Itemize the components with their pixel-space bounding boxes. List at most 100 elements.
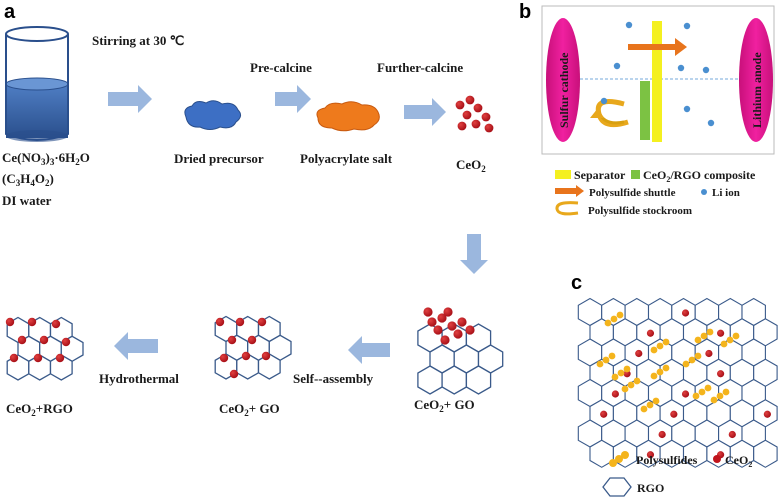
polysulfide-bead bbox=[656, 342, 664, 350]
polysulfide-bead bbox=[656, 368, 664, 376]
hexagon-cell bbox=[417, 365, 443, 395]
legend-shuttle-label: Polysulfide shuttle bbox=[589, 187, 676, 199]
polysulfide-bead bbox=[652, 397, 660, 405]
ceo2-dot bbox=[681, 309, 690, 317]
ceo2-go-label-middle: CeO2+ GO bbox=[219, 401, 280, 418]
ceo2-dot bbox=[484, 123, 494, 133]
ceo2-dot bbox=[763, 410, 771, 418]
arrow-left-icon bbox=[114, 332, 158, 360]
arrow-right-icon bbox=[404, 98, 446, 126]
ceo2-dot bbox=[670, 410, 678, 418]
arrow-right-icon bbox=[275, 85, 311, 113]
ceo2-dot bbox=[681, 390, 690, 398]
legend-separator-swatch bbox=[555, 170, 571, 179]
polysulfide-bead bbox=[706, 328, 714, 336]
legend-polysulfide-icon bbox=[609, 451, 629, 467]
ceo2-dot bbox=[443, 307, 453, 317]
legend-rgo-hexagon-icon bbox=[602, 477, 632, 497]
ceo2-dot bbox=[457, 317, 467, 327]
ceo2-dot bbox=[717, 370, 725, 378]
polysulfide-bead bbox=[662, 338, 670, 346]
polysulfide-bead bbox=[692, 392, 700, 400]
ceo2-dot bbox=[55, 353, 65, 363]
sulfur-cathode-electrode: Sulfur cathode bbox=[546, 18, 580, 142]
ceo2-dot bbox=[39, 335, 49, 345]
polysulfide-bead bbox=[633, 377, 641, 385]
ceo2-dot bbox=[705, 349, 713, 358]
ceo2-dot bbox=[257, 317, 267, 327]
ceo2-dot bbox=[453, 329, 463, 339]
arrow-left-icon bbox=[348, 336, 390, 364]
polysulfide-bead bbox=[617, 369, 625, 377]
polysulfide-bead bbox=[698, 388, 706, 396]
legend-polysulfides-label: Polysulfides bbox=[636, 453, 698, 467]
legend-composite-label: CeO2/RGO composite bbox=[643, 168, 756, 184]
legend-composite-swatch bbox=[631, 170, 640, 179]
hexagon-cell bbox=[753, 439, 778, 468]
ceo2-dot bbox=[51, 319, 61, 329]
hexagon-cell bbox=[49, 354, 73, 381]
ceo2-dot bbox=[215, 317, 225, 327]
ceo2-dot bbox=[465, 325, 475, 335]
li-ion-dot bbox=[613, 62, 621, 70]
ceo2-dot bbox=[437, 313, 447, 323]
panel-label-c: c bbox=[571, 272, 582, 294]
li-ion-dot bbox=[625, 21, 633, 29]
ceo2-dot bbox=[728, 430, 736, 439]
li-ion-dots bbox=[600, 21, 715, 127]
polysulfide-bead bbox=[682, 360, 690, 368]
ceo2-dot bbox=[33, 353, 43, 363]
ceo2-dot bbox=[465, 95, 475, 105]
ceo2-dot bbox=[481, 112, 491, 122]
ceo2-dot bbox=[235, 317, 245, 327]
ceo2-dot bbox=[433, 325, 443, 335]
legend-stockroom-icon bbox=[555, 201, 579, 216]
ceo2-dot bbox=[61, 337, 71, 347]
polysulfide-bead bbox=[720, 340, 728, 348]
ceo2-dot bbox=[229, 369, 239, 379]
lithium-anode-electrode: Lithium anode bbox=[739, 18, 773, 142]
lithium-anode-label: Lithium anode bbox=[750, 52, 764, 128]
self-assembly-label: Self--assembly bbox=[293, 371, 374, 386]
hexagon-cell bbox=[465, 365, 492, 395]
polyacrylate-salt-icon bbox=[316, 101, 380, 132]
ceo2-dot bbox=[9, 353, 19, 363]
ceo2-dot bbox=[635, 349, 643, 358]
arrow-right-icon bbox=[108, 85, 152, 113]
li-ion-dot bbox=[702, 66, 710, 74]
legend-li-ion-label: Li ion bbox=[712, 187, 740, 199]
polysulfide-bead bbox=[688, 356, 696, 364]
ceo2-dot bbox=[646, 329, 655, 337]
polysulfide-bead bbox=[732, 332, 740, 340]
polysulfide-bead bbox=[610, 315, 618, 323]
ceo2-dot bbox=[471, 119, 481, 129]
separator-bar bbox=[652, 21, 662, 142]
polysulfide-shuttle-arrow-icon bbox=[628, 38, 687, 56]
ceo2-dot bbox=[427, 317, 437, 327]
polysulfide-bead bbox=[604, 319, 612, 327]
legend-stockroom-label: Polysulfide stockroom bbox=[588, 205, 692, 217]
polysulfide-bead bbox=[722, 388, 730, 396]
legend-ceo2-dot bbox=[713, 455, 721, 463]
polysulfide-bead bbox=[694, 336, 702, 344]
ceo2-dot bbox=[241, 351, 251, 361]
polysulfide-bead bbox=[650, 372, 658, 380]
ceo2-go-label-right: CeO2+ GO bbox=[414, 397, 475, 414]
ceo2-dot bbox=[447, 321, 457, 331]
polysulfide-bead bbox=[611, 373, 619, 381]
beaker-icon bbox=[5, 26, 69, 142]
polysulfide-bead bbox=[716, 392, 724, 400]
polysulfide-bead bbox=[608, 352, 616, 360]
ceo2-dot bbox=[440, 335, 450, 345]
step-furthercalcine-label: Further-calcine bbox=[377, 60, 463, 75]
ceo2-dot bbox=[247, 335, 257, 345]
li-ion-dot bbox=[600, 97, 608, 105]
hydrothermal-label: Hydrothermal bbox=[99, 371, 179, 386]
dried-precursor-label: Dried precursor bbox=[174, 151, 264, 166]
hexagon-cell bbox=[257, 353, 281, 380]
ceo2-dot bbox=[717, 329, 725, 337]
step-precalcine-label: Pre-calcine bbox=[250, 60, 312, 75]
ceo2-go-sheet-right bbox=[417, 307, 504, 395]
legend-rgo-label: RGO bbox=[637, 481, 664, 495]
